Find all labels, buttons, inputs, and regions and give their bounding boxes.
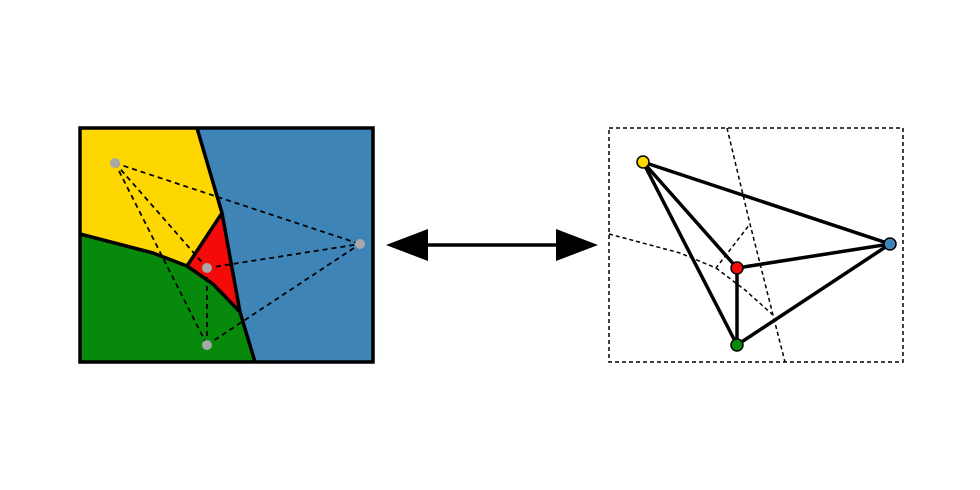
delaunay-edge (735, 242, 892, 347)
voronoi-edge-red-green (186, 264, 242, 314)
faint-edge (715, 267, 774, 316)
voronoi-edge-yellow-green (79, 212, 224, 268)
site-point (202, 340, 212, 350)
delaunay-border (608, 127, 904, 363)
voronoi-edge-yellow-blue (195, 127, 257, 363)
region-red (187, 213, 240, 312)
dashed-edge (114, 162, 208, 346)
dashed-edge (206, 243, 361, 269)
site-point (202, 263, 212, 273)
delaunay-edge (735, 242, 892, 270)
delaunay-dashed-edges (114, 162, 361, 346)
voronoi-sites (110, 158, 365, 350)
arrow-head-left (386, 229, 428, 261)
delaunay-edges (641, 160, 892, 347)
region-blue (197, 128, 373, 362)
delaunay-edge (641, 160, 739, 270)
dashed-edge (114, 162, 361, 245)
faint-edge (726, 127, 786, 363)
faint-edge (608, 223, 751, 269)
voronoi-edges (79, 127, 257, 363)
site-point (110, 158, 120, 168)
voronoi-panel (78, 126, 375, 364)
faint-voronoi-edges (608, 127, 786, 363)
node-red (730, 261, 744, 275)
node-blue (883, 237, 897, 251)
dashed-edge (206, 243, 361, 346)
node-green (730, 338, 744, 352)
voronoi-border (78, 126, 375, 364)
delaunay-panel (608, 127, 904, 363)
site-point (355, 239, 365, 249)
delaunay-edge (641, 160, 739, 347)
node-yellow (636, 155, 650, 169)
delaunay-edge (641, 160, 892, 246)
arrow-head-right (556, 229, 598, 261)
delaunay-nodes (636, 155, 897, 352)
double-headed-arrow (386, 229, 598, 261)
region-green (80, 234, 255, 362)
